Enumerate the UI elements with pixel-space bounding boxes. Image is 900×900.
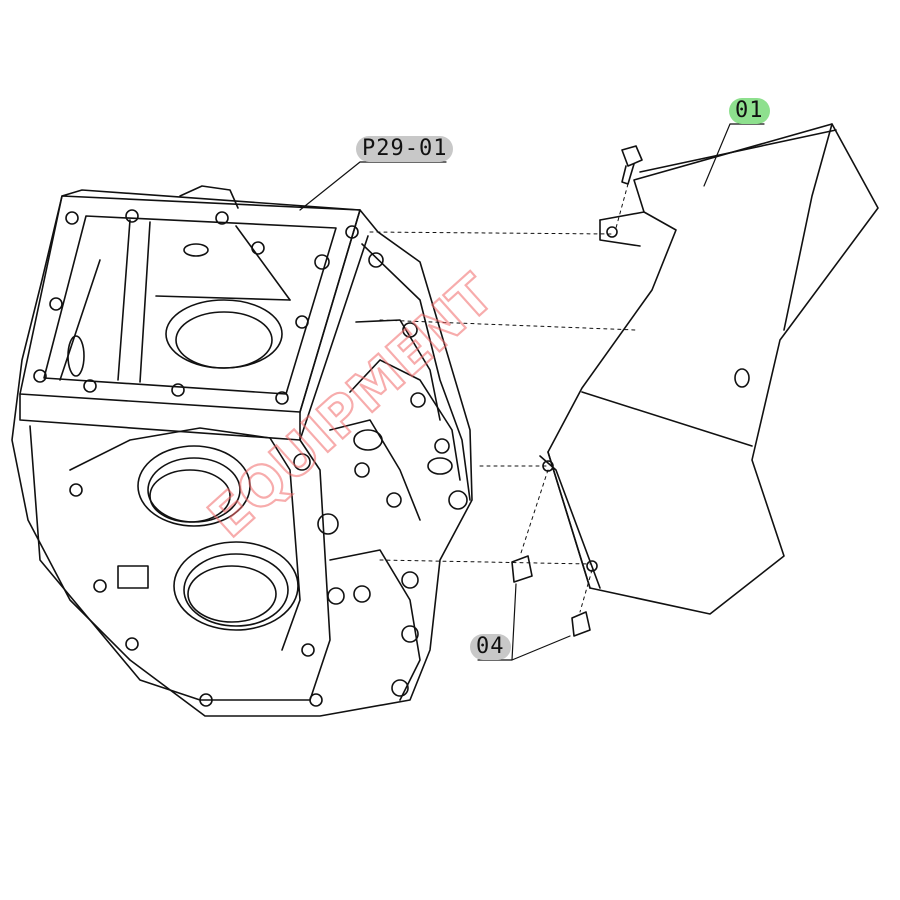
callout-04: 04 bbox=[470, 634, 511, 660]
svg-text:EQUIPMENT: EQUIPMENT bbox=[197, 263, 506, 550]
watermark: EQUIPMENT bbox=[195, 261, 506, 550]
leader-lines bbox=[299, 123, 765, 661]
bolts bbox=[511, 145, 643, 637]
callout-01: 01 bbox=[729, 98, 770, 124]
assembly-lines bbox=[369, 183, 637, 613]
cover-plate bbox=[539, 123, 879, 615]
callout-p29-01: P29-01 bbox=[356, 136, 454, 162]
gear-housing bbox=[11, 185, 473, 717]
